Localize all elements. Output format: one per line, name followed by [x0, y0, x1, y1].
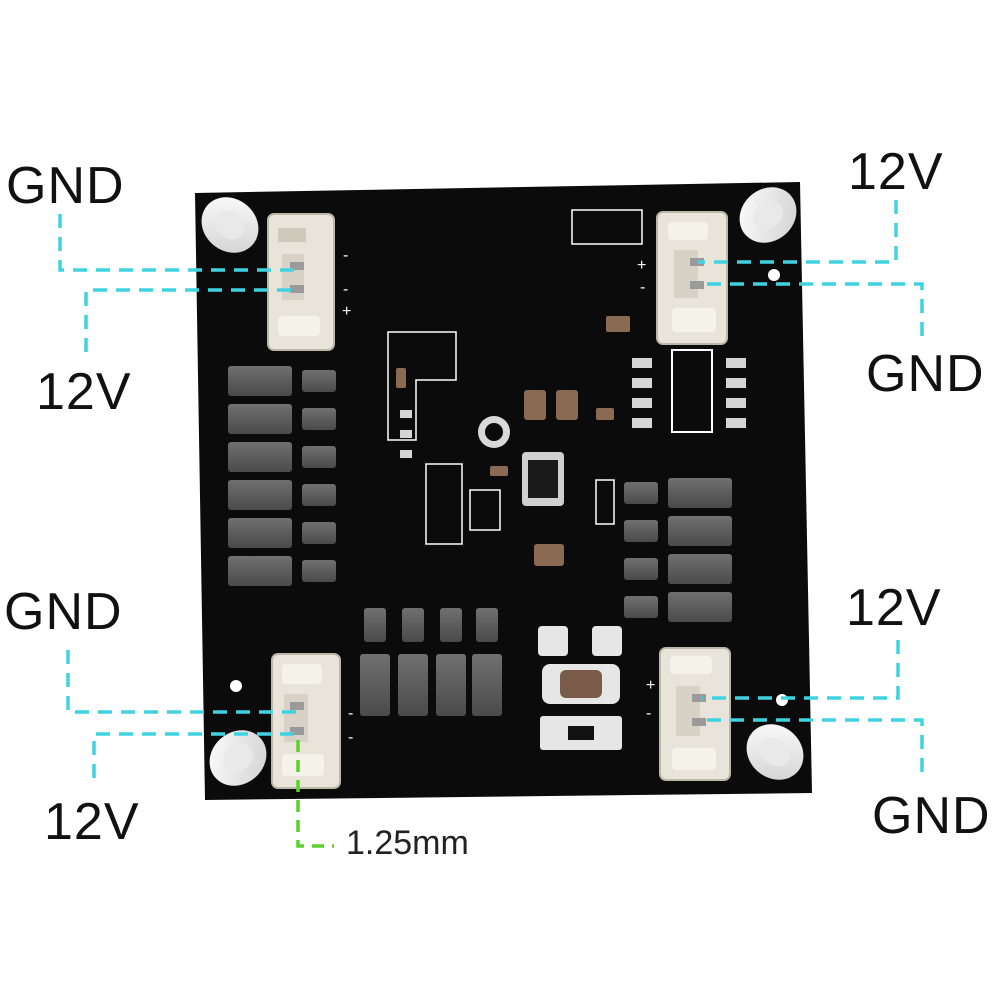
svg-text:-: - — [646, 705, 651, 722]
label-bottom-right-12v: 12V — [846, 579, 942, 637]
label-top-right-gnd: GND — [866, 345, 985, 403]
center-components — [387, 209, 746, 566]
label-top-left-gnd: GND — [6, 157, 125, 215]
svg-text:-: - — [343, 247, 348, 264]
svg-text:+: + — [342, 303, 351, 320]
connector-bottom-right — [659, 647, 731, 781]
leader-lines — [58, 200, 924, 778]
label-pitch: 1.25mm — [346, 824, 469, 862]
connector-top-right — [656, 211, 728, 345]
svg-text:-: - — [348, 705, 353, 722]
svg-text:+: + — [637, 257, 646, 274]
label-top-left-12v: 12V — [36, 363, 132, 421]
pitch-line — [296, 740, 334, 848]
silkscreen: - - + - + + - - - — [342, 247, 655, 746]
mounting-hole-icon — [201, 187, 804, 786]
connector-top-left — [267, 213, 335, 351]
smd-pad-column-left — [228, 366, 336, 586]
svg-text:-: - — [348, 729, 353, 746]
label-top-right-12v: 12V — [848, 143, 944, 201]
svg-text:-: - — [343, 281, 348, 298]
inductor-icon — [538, 626, 622, 750]
connector-bottom-left — [271, 653, 341, 789]
smd-pad-column-right — [624, 478, 732, 622]
svg-text:+: + — [646, 677, 655, 694]
svg-text:-: - — [640, 279, 645, 296]
label-bottom-right-gnd: GND — [872, 787, 991, 845]
smd-pad-row-bottom — [360, 608, 502, 716]
label-bottom-left-gnd: GND — [4, 583, 123, 641]
label-bottom-left-12v: 12V — [44, 793, 140, 851]
